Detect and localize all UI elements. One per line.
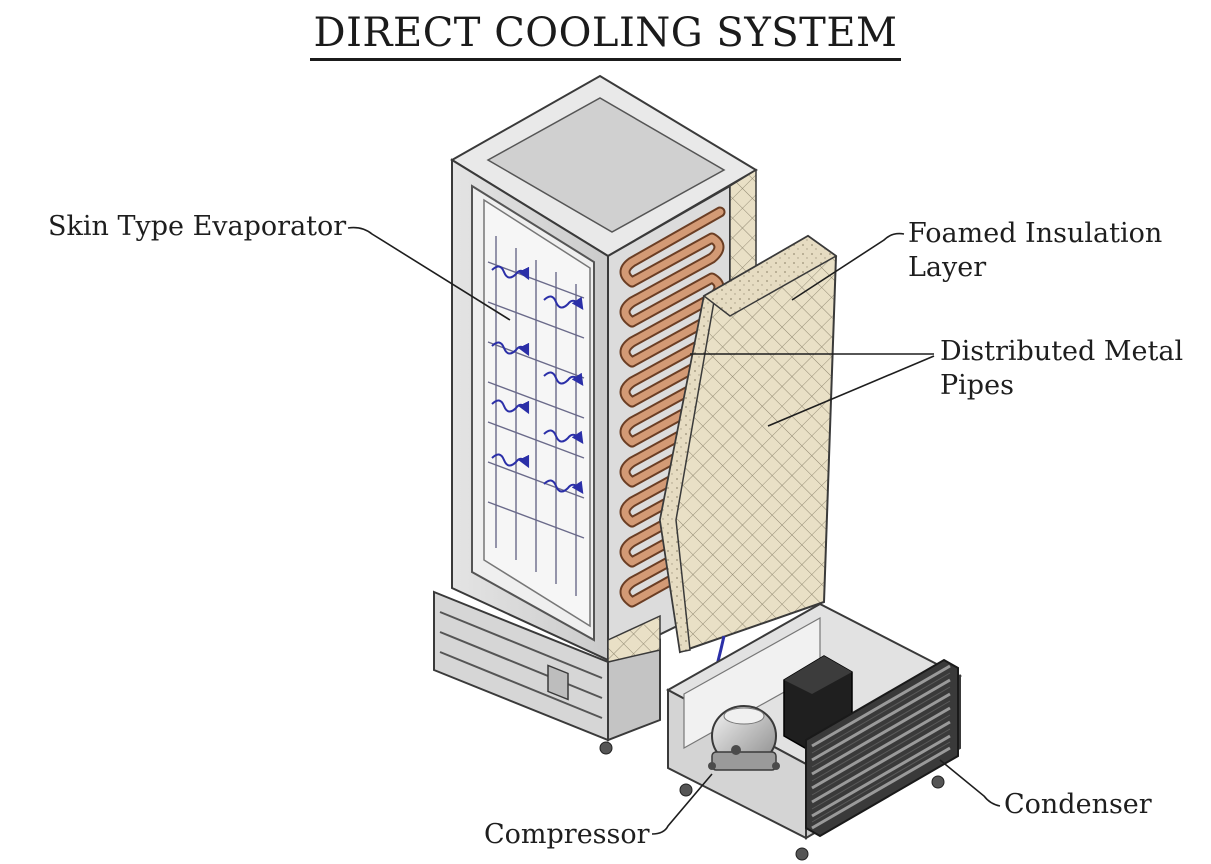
label-distributed-pipes-line2: Pipes: [940, 370, 1014, 401]
diagram-title: DIRECT COOLING SYSTEM: [0, 10, 1211, 61]
diagram-title-text: DIRECT COOLING SYSTEM: [309, 10, 902, 61]
base-unit: [433, 590, 661, 755]
label-compressor: Compressor: [484, 819, 650, 850]
label-foamed-insulation-line1: Foamed Insulation: [908, 218, 1163, 249]
copper-pipes: [619, 206, 726, 608]
label-condenser: Condenser: [1004, 789, 1152, 820]
label-skin-type-evaporator: Skin Type Evaporator: [48, 211, 347, 242]
leader-compressor: [651, 773, 713, 835]
label-distributed-pipes-line1: Distributed Metal: [940, 336, 1184, 367]
leader-lines: [347, 226, 1001, 835]
leader-evaporator: [347, 226, 511, 321]
airflow-arrows: [491, 265, 584, 494]
leader-insulation: [791, 232, 905, 301]
leader-pipes-lower: [767, 355, 935, 427]
label-foamed-insulation-line2: Layer: [908, 252, 987, 283]
condenser-coil: [805, 658, 959, 838]
leader-condenser: [939, 759, 1001, 807]
compressor: [708, 705, 780, 771]
foamed-insulation-panel: [658, 234, 838, 654]
